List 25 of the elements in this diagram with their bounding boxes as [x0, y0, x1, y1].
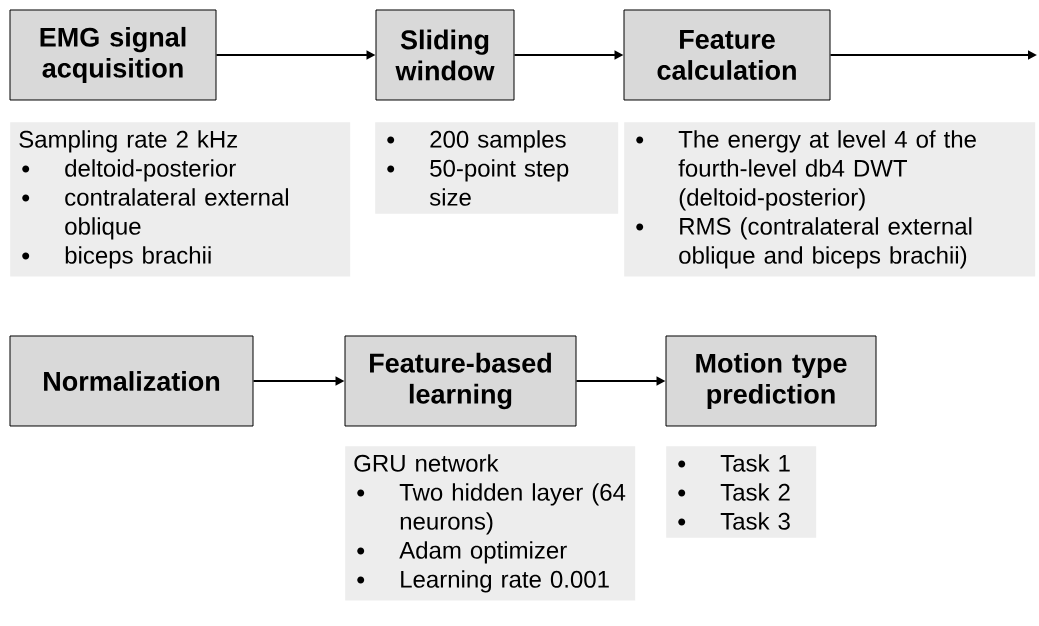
info-panel: [345, 446, 636, 601]
bullet-item: RMS (contralateral external oblique and biceps brachii): [636, 217, 972, 269]
info-panel: [666, 446, 817, 538]
info-panel: [375, 122, 619, 214]
bullet-item: biceps brachii: [22, 246, 211, 269]
process-box: Motion type prediction: [665, 335, 877, 427]
process-box: Normalization: [9, 335, 254, 427]
bullet-item: Task 1: [678, 454, 790, 472]
panel-heading: Sampling rate 2 kHz: [19, 130, 238, 153]
bullet-item: 200 samples: [387, 130, 566, 153]
process-box: Feature calculation: [623, 9, 831, 101]
process-box: Feature-based learning: [344, 335, 577, 427]
bullet-item: The energy at level 4 of the fourth-level db4 DWT (deltoid-posterior): [636, 130, 976, 211]
info-panel: [10, 122, 351, 277]
bullet-item: Adam optimizer: [357, 541, 567, 564]
bullet-item: Task 2: [678, 483, 790, 501]
bullet-item: Learning rate 0.001: [357, 570, 609, 593]
bullet-item: Task 3: [678, 512, 790, 530]
process-box: EMG signal acquisition: [9, 9, 217, 101]
bullet-item: deltoid-posterior: [22, 159, 236, 182]
bullet-item: Two hidden layer (64 neurons): [357, 483, 626, 535]
info-panel: [624, 122, 1036, 277]
bullet-item: 50-point step size: [387, 159, 569, 206]
process-box: Sliding window: [375, 9, 515, 101]
panel-heading: GRU network: [354, 454, 499, 472]
